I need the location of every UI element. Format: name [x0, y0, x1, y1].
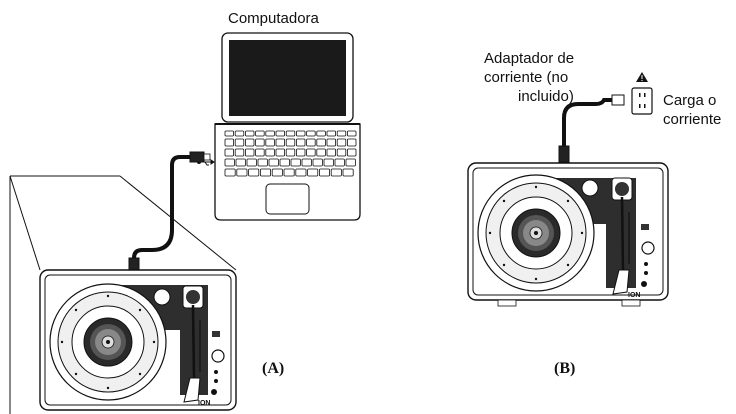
- keyboard-key: [279, 158, 290, 167]
- keyboard-key: [236, 168, 248, 177]
- adapter-label-line3: incluido): [518, 88, 574, 105]
- adapter-label-line1: Adaptador de: [484, 50, 574, 67]
- laptop-keyboard: [224, 130, 357, 177]
- laptop-screen: [229, 40, 346, 116]
- dc-plug: [558, 145, 570, 163]
- keyboard-key: [295, 148, 306, 157]
- keyboard-key: [265, 130, 275, 137]
- keyboard-key: [265, 138, 275, 147]
- keyboard-key: [224, 158, 235, 167]
- outlet-label-line2: corriente: [663, 111, 721, 128]
- keyboard-key: [336, 138, 347, 147]
- caption-a: (A): [262, 360, 284, 377]
- keyboard-key: [346, 138, 357, 147]
- usb-plug-laptop: [189, 151, 205, 163]
- keyboard-key: [224, 130, 235, 137]
- outlet-label-line1: Carga o: [663, 92, 716, 109]
- keyboard-key: [295, 168, 307, 177]
- keyboard-key: [244, 138, 255, 147]
- turntable-a-lid: [9, 175, 237, 414]
- keyboard-key: [255, 130, 265, 137]
- keyboard-key: [295, 138, 306, 147]
- keyboard-key: [336, 130, 347, 137]
- laptop: [214, 32, 361, 221]
- keyboard-key: [295, 130, 306, 137]
- keyboard-key: [234, 130, 245, 137]
- keyboard-key: [346, 130, 357, 137]
- keyboard-key: [316, 148, 326, 157]
- wall-outlet-icon: [631, 87, 653, 115]
- keyboard-key: [255, 148, 265, 157]
- keyboard-key: [285, 138, 296, 147]
- keyboard-key: [244, 130, 255, 137]
- keyboard-key: [248, 168, 260, 177]
- keyboard-key: [290, 158, 301, 167]
- keyboard-key: [346, 148, 357, 157]
- keyboard-key: [224, 168, 236, 177]
- keyboard-key: [306, 130, 316, 137]
- keyboard-key: [234, 138, 245, 147]
- usb-cable: [128, 151, 211, 273]
- tonearm-b: [611, 177, 633, 295]
- keyboard-key: [235, 158, 246, 167]
- turntable-b: [467, 162, 669, 307]
- keyboard-key: [224, 138, 235, 147]
- power-adapter: [611, 94, 625, 106]
- keyboard-key: [283, 168, 295, 177]
- brand-logo-a: ION: [198, 400, 210, 407]
- tonearm-a: [182, 285, 204, 403]
- keyboard-key: [306, 138, 316, 147]
- keyboard-key: [259, 168, 271, 177]
- turntable-a: [39, 269, 237, 411]
- keyboard-key: [246, 158, 257, 167]
- keyboard-key: [316, 130, 326, 137]
- computer-label: Computadora: [228, 10, 320, 27]
- volume-knob-b: [641, 241, 655, 255]
- keyboard-key: [336, 148, 347, 157]
- keyboard-key: [224, 148, 235, 157]
- keyboard-key: [306, 148, 316, 157]
- keyboard-key: [268, 158, 279, 167]
- adapter-label-line2: corriente (no: [484, 69, 568, 86]
- keyboard-key: [257, 158, 268, 167]
- keyboard-key: [342, 168, 354, 177]
- keyboard-key: [265, 148, 275, 157]
- keyboard-key: [326, 148, 337, 157]
- keyboard-key: [255, 138, 265, 147]
- keyboard-key: [285, 148, 296, 157]
- brand-logo-b: ION: [628, 292, 640, 299]
- keyboard-key: [326, 130, 337, 137]
- keyboard-key: [275, 130, 286, 137]
- keyboard-key: [234, 148, 245, 157]
- caption-b: (B): [554, 360, 575, 377]
- keyboard-key: [345, 158, 356, 167]
- keyboard-key: [275, 148, 286, 157]
- keyboard-key: [326, 138, 337, 147]
- keyboard-key: [244, 148, 255, 157]
- keyboard-key: [318, 168, 330, 177]
- keyboard-key: [301, 158, 312, 167]
- adapter-45-b: [581, 179, 599, 197]
- laptop-trackpad: [265, 183, 310, 215]
- keyboard-key: [275, 138, 286, 147]
- power-adapter-cable: [558, 94, 625, 163]
- keyboard-key: [330, 168, 342, 177]
- keyboard-key: [312, 158, 323, 167]
- keyboard-key: [323, 158, 334, 167]
- warning-triangle-icon: [636, 72, 648, 82]
- keyboard-key: [316, 138, 326, 147]
- keyboard-key: [285, 130, 296, 137]
- volume-knob-a: [211, 349, 225, 363]
- keyboard-key: [334, 158, 345, 167]
- keyboard-key: [307, 168, 319, 177]
- adapter-45-a: [153, 288, 171, 306]
- keyboard-key: [271, 168, 283, 177]
